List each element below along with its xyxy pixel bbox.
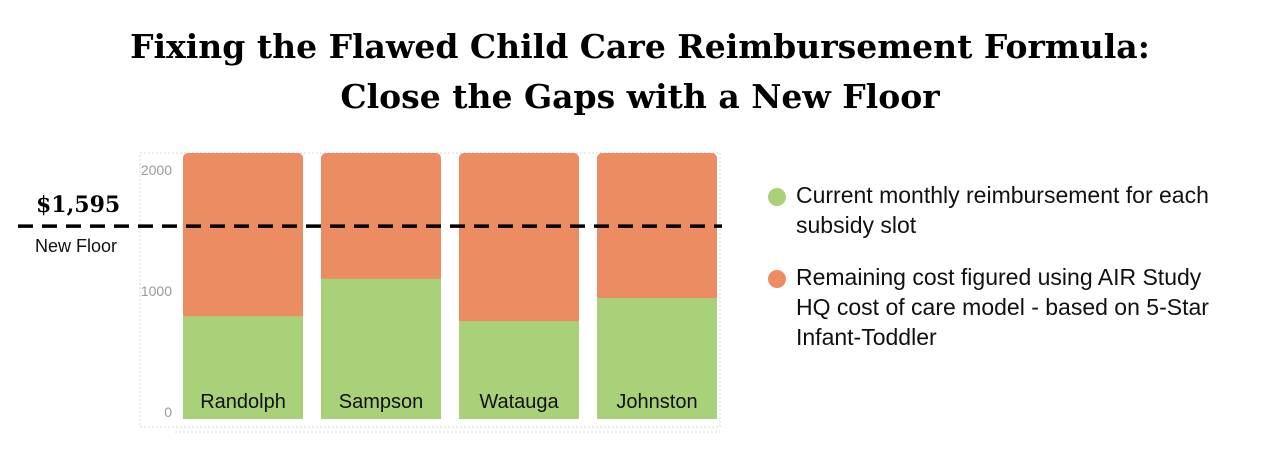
legend-item-current: Current monthly reimbursement for each s… — [768, 180, 1228, 240]
bar-stack-randolph — [183, 153, 303, 419]
legend-swatch-remaining — [768, 270, 786, 288]
category-label: Watauga — [479, 391, 559, 413]
bar-current-johnston — [597, 298, 717, 419]
chart-title: Fixing the Flawed Child Care Reimburseme… — [0, 22, 1280, 122]
bar-stack-johnston — [597, 153, 717, 419]
legend-item-remaining: Remaining cost figured using AIR Study H… — [768, 262, 1228, 352]
title-line-1: Fixing the Flawed Child Care Reimburseme… — [130, 27, 1150, 66]
title-line-2: Close the Gaps with a New Floor — [340, 77, 940, 116]
bar-current-randolph — [183, 316, 303, 419]
category-label: Randolph — [200, 391, 286, 413]
bar-remaining-johnston — [597, 153, 717, 305]
legend: Current monthly reimbursement for each s… — [768, 180, 1228, 374]
y-tick-label: 0 — [164, 404, 172, 420]
bar-stack-watauga — [459, 153, 579, 419]
new-floor-label: New Floor — [35, 236, 117, 256]
legend-label-remaining: Remaining cost figured using AIR Study H… — [796, 264, 1209, 350]
category-label: Johnston — [616, 391, 697, 413]
bar-stack-sampson — [321, 153, 441, 419]
bars-group — [183, 153, 717, 419]
bar-current-watauga — [459, 321, 579, 419]
y-tick-label: 2000 — [141, 162, 172, 178]
bar-current-sampson — [321, 278, 441, 419]
y-tick-label: 1000 — [141, 283, 172, 299]
bar-remaining-sampson — [321, 153, 441, 285]
category-labels: Randolph Sampson Watauga Johnston — [200, 391, 697, 413]
new-floor-value: $1,595 — [36, 192, 120, 218]
y-axis-ticks: 0 1000 2000 — [141, 162, 172, 420]
legend-swatch-current — [768, 188, 786, 206]
category-label: Sampson — [339, 391, 424, 413]
bar-remaining-watauga — [459, 153, 579, 328]
legend-label-current: Current monthly reimbursement for each s… — [796, 182, 1209, 238]
bar-remaining-randolph — [183, 153, 303, 323]
